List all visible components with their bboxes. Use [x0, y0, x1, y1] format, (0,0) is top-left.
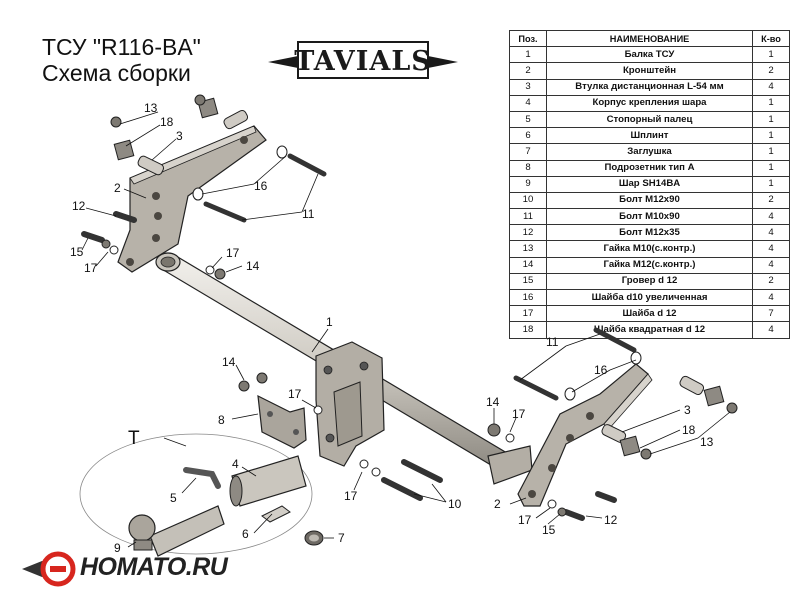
towball-kit-group	[79, 433, 313, 557]
callout-7: 7	[338, 531, 345, 545]
row-qty-cell: 4	[752, 321, 790, 339]
callout-17f: 17	[518, 513, 532, 527]
callout-3b: 3	[684, 403, 691, 417]
watermark-bar	[50, 566, 66, 572]
callout-17a: 17	[84, 261, 98, 275]
callout-14c: 14	[486, 395, 500, 409]
callout-1: 1	[326, 315, 333, 329]
logo-frame	[297, 41, 429, 79]
watermark-text: HOMATO.RU	[80, 553, 228, 581]
callout-5: 5	[170, 491, 177, 505]
lock-pin	[183, 467, 221, 489]
tavials-logo: TAVIALS	[268, 41, 458, 79]
product-code-title: ТСУ "R116-BA"	[42, 34, 201, 60]
parts-table-header: Поз. НАИМЕНОВАНИЕ К-во	[509, 29, 790, 48]
callout-9: 9	[114, 541, 121, 555]
callout-14a: 14	[246, 259, 260, 273]
callout-15a: 15	[70, 245, 84, 259]
callout-11b: 11	[546, 335, 559, 349]
callout-16a: 16	[254, 179, 268, 193]
callout-17e: 17	[512, 407, 526, 421]
callout-T: T	[128, 428, 140, 449]
callout-12a: 12	[72, 199, 86, 213]
callout-17c: 17	[288, 387, 302, 401]
row-qty-cell: 2	[752, 62, 790, 80]
long-bolts-m10	[203, 153, 637, 401]
callout-2b: 2	[494, 497, 501, 511]
callout-17b: 17	[226, 246, 240, 260]
callout-14b: 14	[222, 355, 236, 369]
callout-3a: 3	[176, 129, 183, 143]
callout-6: 6	[242, 527, 249, 541]
left-bracket	[117, 125, 267, 273]
homato-watermark-logo	[22, 551, 76, 587]
callout-18b: 18	[682, 423, 696, 437]
ball-housing	[231, 455, 307, 507]
callout-8: 8	[218, 413, 225, 427]
bolts-m12x35	[81, 211, 617, 521]
socket-plate	[257, 394, 307, 449]
plug-cap	[304, 530, 324, 546]
callout-15b: 15	[542, 523, 556, 537]
callout-labels: 13 18 3 2 16 11 12 15 17 17 14 1 14 17 8…	[70, 101, 714, 555]
row-name-cell: Шайба квадратная d 12	[546, 321, 753, 339]
callout-11a: 11	[302, 207, 315, 221]
leader-lines	[81, 111, 731, 548]
callout-18a: 18	[160, 115, 174, 129]
cotter-pin	[261, 505, 291, 523]
callout-17d: 17	[344, 489, 358, 503]
callout-16b: 16	[594, 363, 608, 377]
logo-text: TAVIALS	[294, 46, 432, 77]
square-washers	[113, 97, 725, 457]
callout-10: 10	[448, 497, 462, 511]
towball	[128, 505, 225, 557]
right-bracket	[517, 363, 653, 507]
callout-12b: 12	[604, 513, 618, 527]
callout-4: 4	[232, 457, 239, 471]
row-qty-cell: 1	[752, 143, 790, 161]
callout-2a: 2	[114, 181, 121, 195]
callout-13b: 13	[700, 435, 714, 449]
bolts-m12x90	[381, 459, 443, 501]
center-mount-plate	[315, 341, 385, 467]
callout-13a: 13	[144, 101, 158, 115]
assembly-scheme-subtitle: Схема сборки	[42, 60, 191, 86]
